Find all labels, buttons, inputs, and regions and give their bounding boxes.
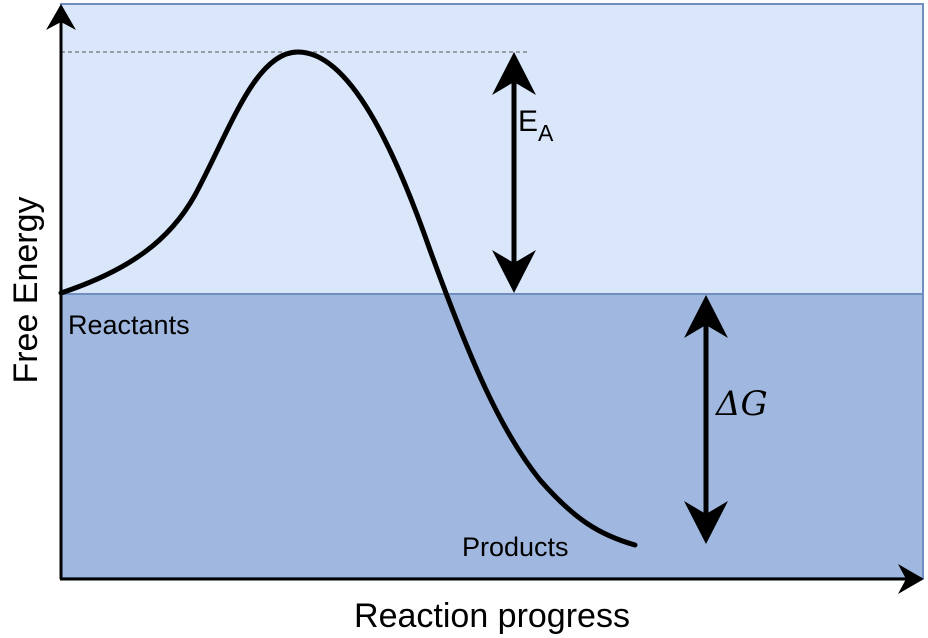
activation-energy-arrow-bottom bbox=[492, 250, 536, 293]
activation-energy-arrow-top bbox=[492, 52, 536, 95]
activation-energy-subscript: A bbox=[538, 120, 554, 146]
upper-energy-region bbox=[60, 3, 924, 295]
x-axis-label: Reaction progress bbox=[354, 597, 630, 635]
reactants-label: Reactants bbox=[68, 310, 190, 340]
x-axis-arrowhead bbox=[898, 564, 924, 594]
delta-g-label: ΔG bbox=[714, 384, 768, 424]
products-label: Products bbox=[462, 532, 569, 562]
activation-energy-main: E bbox=[518, 105, 538, 138]
lower-energy-region bbox=[60, 293, 924, 579]
delta-g-arrow-top bbox=[684, 295, 728, 338]
y-axis-arrowhead bbox=[46, 4, 76, 30]
activation-energy-label: EA bbox=[518, 105, 554, 146]
reaction-curve bbox=[58, 49, 638, 548]
y-axis-label: Free Energy bbox=[7, 196, 45, 383]
delta-g-arrow-bottom bbox=[684, 501, 728, 544]
